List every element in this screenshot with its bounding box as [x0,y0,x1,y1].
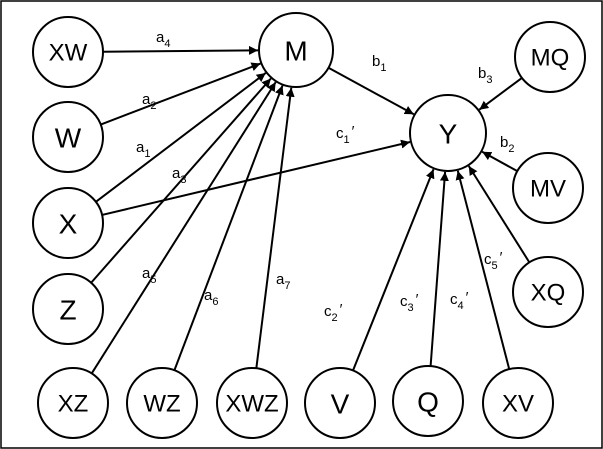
node-label: Y [439,119,458,150]
node-label: XZ [58,391,89,418]
node-xz: XZ [37,367,109,439]
node-circle [216,367,288,439]
edge-xv-to-y [455,170,511,370]
edge-label-a3: a3 [172,165,186,186]
node-label: XWZ [225,391,278,418]
node-label: WZ [143,391,180,418]
edge-arrow [467,165,531,263]
node-label: M [284,36,307,67]
node-circle [514,21,586,93]
node-circle [304,367,376,439]
edge-x-to-y [101,139,411,216]
node-v: V [304,367,376,439]
edge-mv-to-y [481,150,518,173]
node-circle [126,367,198,439]
node-circle [32,16,104,88]
node-label: XQ [531,280,566,307]
node-label: XV [502,391,534,418]
edge-arrow [101,139,411,216]
edge-mq-to-y [478,77,523,111]
node-label: V [331,389,350,420]
node-circle [392,365,464,437]
edge-label-c2: c2′ [324,301,343,324]
edge-arrow [255,87,295,369]
node-circle [32,273,104,345]
edge-x-to-m [95,72,267,203]
edge-arrow [352,168,435,371]
node-label: XW [49,40,88,67]
edge-label-c5: c5′ [484,249,503,272]
node-mq: MQ [514,21,586,93]
edge-xq-to-y [467,165,531,263]
node-label: Z [59,295,76,326]
edge-q-to-y [429,171,449,367]
node-label: MQ [531,45,570,72]
edge-arrow [95,72,267,203]
node-wz: WZ [126,367,198,439]
node-w: W [32,101,104,173]
node-circle [482,367,554,439]
edge-label-a5: a5 [142,265,156,286]
edge-label-b1: b1 [372,53,386,74]
edge-label-a2: a2 [142,91,156,112]
edge-xwz-to-m [255,87,295,369]
node-label: W [55,123,82,154]
edge-label-a7: a7 [276,271,290,292]
node-xq: XQ [512,256,584,328]
node-label: MV [530,176,566,203]
node-label: X [59,209,78,240]
node-y: Y [409,94,487,172]
edge-arrow [100,62,261,126]
node-label: Q [417,387,439,418]
edge-arrow [173,85,284,371]
edge-label-a4: a4 [156,29,170,50]
edge-arrow [478,77,523,111]
node-circle [512,152,584,224]
edge-arrow [102,45,259,55]
edge-label-a1: a1 [136,139,150,160]
edge-label-c4: c4′ [450,289,469,312]
node-circle [409,94,487,172]
node-q: Q [392,365,464,437]
node-circle [37,367,109,439]
node-xw: XW [32,16,104,88]
edge-m-to-y [327,66,415,116]
edge-arrow [90,77,272,284]
node-x: X [32,187,104,259]
edge-label-a6: a6 [204,287,218,308]
node-circle [258,12,334,88]
edge-z-to-m [90,77,272,284]
edge-v-to-y [352,168,435,371]
node-xwz: XWZ [216,367,288,439]
edge-arrow [455,170,511,370]
edge-arrow [429,171,449,367]
node-circle [32,187,104,259]
node-z: Z [32,273,104,345]
node-mv: MV [512,152,584,224]
edge-label-c1: c1′ [336,123,355,146]
edge-xz-to-m [90,81,277,374]
node-m: M [258,12,334,88]
edge-label-b3: b3 [478,65,492,86]
edge-arrow [327,66,415,116]
node-xv: XV [482,367,554,439]
edge-wz-to-m [173,85,284,371]
edge-xw-to-m [102,45,259,55]
node-circle [512,256,584,328]
edge-arrow [481,150,518,173]
edge-label-c3: c3′ [400,291,419,314]
node-circle [32,101,104,173]
edge-label-b2: b2 [500,134,514,155]
edge-w-to-m [100,62,261,126]
edge-arrow [90,81,277,374]
